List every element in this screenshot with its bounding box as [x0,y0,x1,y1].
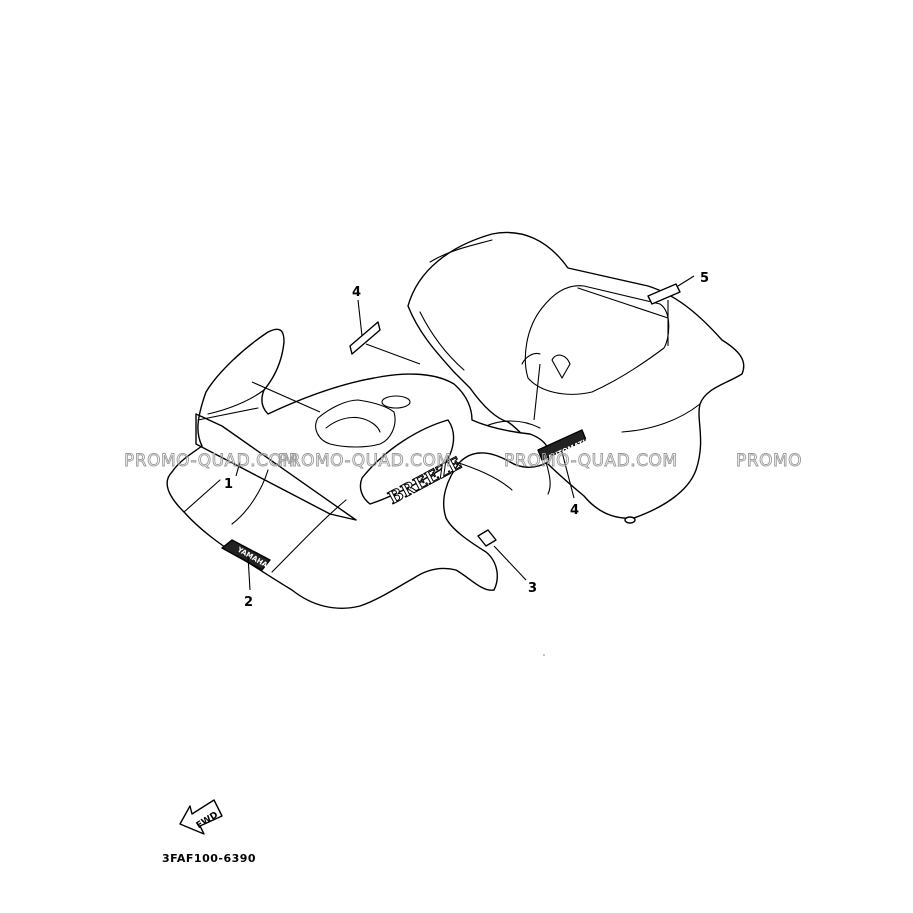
callout-5: 5 [700,271,709,286]
decal-3 [477,529,497,547]
callout-4-right: 4 [570,503,579,518]
watermark-segment-3: PROMO-QUAD.COM [504,451,678,471]
leader-lines [235,275,695,591]
callout-3: 3 [528,581,537,596]
front-grip-pad [195,413,357,521]
watermark-segment-4: PROMO [736,451,802,471]
watermark-segment-2: PROMO-QUAD.COM [278,451,452,471]
callout-4-left: 4 [352,285,361,300]
callout-2: 2 [244,595,253,610]
part-number: 3FAF100-6390 [162,852,256,865]
decal-4-left [349,321,381,355]
callout-1: 1 [224,477,233,492]
scan-dot [543,654,545,656]
callout-numbers: 1 2 3 4 4 5 [224,271,709,610]
watermark: PROMO-QUAD.COM PROMO-QUAD.COM PROMO-QUAD… [124,451,802,472]
rear-fender [407,231,745,524]
watermark-segment-1: PROMO-QUAD.COM [124,451,298,471]
decal-5 [647,283,681,305]
fwd-arrow-icon: FWD [179,799,223,835]
